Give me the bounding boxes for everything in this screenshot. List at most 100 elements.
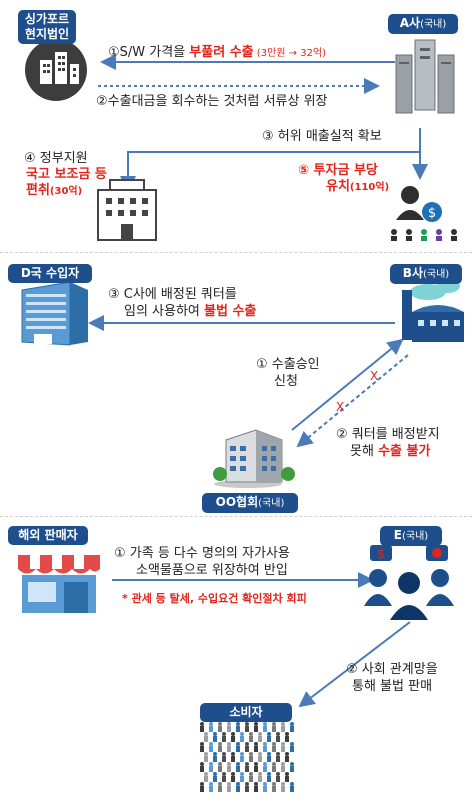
crowd-person-body	[245, 746, 249, 752]
crowd-person-head	[218, 782, 222, 786]
arrow-approval-request	[291, 338, 404, 431]
crowd-person-body	[204, 736, 208, 742]
crowd-person-head	[227, 782, 231, 786]
crowd-person-body	[245, 766, 249, 772]
crowd-person-body	[254, 726, 258, 732]
crowd-person-body	[290, 766, 294, 772]
crowd-person-body	[227, 786, 231, 792]
association-tag: (국내)	[258, 498, 285, 509]
step5-highlight1: ⑤ 투자금 부당	[298, 163, 378, 178]
crowd-person-body	[240, 776, 244, 782]
sec2-step2-line2: 못해 수출 불가	[350, 443, 430, 460]
crowd-person-body	[263, 726, 267, 732]
sec2-step1-line1: ① 수출승인	[256, 357, 320, 372]
crowd-person-body	[222, 756, 226, 762]
singapore-line1: 싱가포르	[24, 12, 70, 26]
company-e-badge: E(국내)	[380, 526, 442, 546]
investors-icon: $	[391, 186, 457, 241]
crowd-person-head	[276, 732, 280, 736]
crowd-person-head	[236, 722, 240, 726]
crowd-person-body	[285, 776, 289, 782]
crowd-person-body	[200, 766, 204, 772]
singapore-building-icon	[25, 39, 87, 101]
crowd-person-head	[281, 742, 285, 746]
crowd-person-head	[209, 762, 213, 766]
sec3-step1-line2: 소액물품으로 위장하여 반입	[136, 563, 288, 578]
arrow-sns-sale	[298, 621, 411, 708]
crowd-person-body	[267, 776, 271, 782]
crowd-person-head	[249, 732, 253, 736]
crowd-person-head	[263, 722, 267, 726]
step4-line2: 편취(30억)	[26, 182, 82, 200]
crowd-person-head	[200, 722, 204, 726]
crowd-person-head	[231, 752, 235, 756]
svg-text:$: $	[428, 206, 436, 221]
crowd-person-head	[285, 732, 289, 736]
importer-d-name: D국 수입자	[20, 266, 80, 280]
crowd-person-head	[240, 752, 244, 756]
step4-highlight1: 국고 보조금 등	[26, 167, 107, 182]
crowd-person-head	[258, 752, 262, 756]
factory-icon	[402, 279, 464, 342]
crowd-person-head	[227, 742, 231, 746]
crowd-person-head	[249, 772, 253, 776]
crowd-person-body	[236, 766, 240, 772]
step4-amount: (30억)	[49, 186, 83, 197]
crowd-person-body	[254, 766, 258, 772]
crowd-person-body	[245, 786, 249, 792]
crowd-person-body	[236, 786, 240, 792]
crowd-person-body	[209, 726, 213, 732]
crowd-person-head	[290, 782, 294, 786]
company-e-tag: (국내)	[402, 531, 429, 542]
arrow-step4	[120, 128, 421, 192]
crowd-person-head	[267, 732, 271, 736]
crowd-person-body	[258, 776, 262, 782]
crowd-person-head	[254, 782, 258, 786]
crowd-person-head	[281, 782, 285, 786]
crowd-person-body	[240, 756, 244, 762]
crowd-person-head	[254, 742, 258, 746]
sec2-step3-line1: ③ C사에 배정된 쿼터를	[108, 287, 237, 302]
crowd-person-body	[218, 746, 222, 752]
crowd-person-body	[281, 746, 285, 752]
crowd-person-head	[285, 752, 289, 756]
crowd-person-body	[276, 756, 280, 762]
crowd-person-body	[272, 726, 276, 732]
crowd-person-body	[263, 746, 267, 752]
step4-title: ④ 정부지원	[24, 151, 88, 166]
office-building-icon	[21, 281, 88, 346]
company-b-badge: B사(국내)	[390, 264, 462, 284]
svg-text:$: $	[377, 547, 385, 561]
crowd-person-body	[267, 756, 271, 762]
importer-d-badge: D국 수입자	[8, 264, 92, 283]
association-building-icon	[213, 429, 295, 488]
crowd-person-head	[290, 762, 294, 766]
step1-note: (3만원 → 32억)	[253, 48, 327, 59]
crowd-person-body	[272, 766, 276, 772]
step5-amount: (110억)	[349, 182, 390, 193]
singapore-line2: 현지법인	[24, 27, 70, 41]
step1-prefix: ①S/W 가격을	[108, 45, 190, 60]
company-a-tag: (국내)	[420, 19, 447, 30]
crowd-person-body	[272, 786, 276, 792]
crowd-person-body	[218, 786, 222, 792]
crowd-person-body	[285, 756, 289, 762]
crowd-person-body	[236, 746, 240, 752]
crowd-person-head	[254, 722, 258, 726]
crowd-person-head	[285, 772, 289, 776]
crowd-person-body	[227, 746, 231, 752]
crowd-person-head	[240, 772, 244, 776]
section-divider-1	[0, 252, 472, 253]
crowd-person-head	[204, 752, 208, 756]
crowd-person-head	[267, 752, 271, 756]
crowd-person-head	[276, 772, 280, 776]
association-badge: OO협회(국내)	[202, 493, 298, 513]
sec3-step2-line2: 통해 불법 판매	[352, 679, 433, 694]
crowd-person-head	[200, 782, 204, 786]
crowd-person-body	[290, 746, 294, 752]
crowd-person-body	[227, 766, 231, 772]
crowd-person-body	[276, 736, 280, 742]
crowd-person-body	[281, 766, 285, 772]
step5-line2: 유치(110억)	[326, 178, 389, 196]
crowd-person-head	[272, 762, 276, 766]
